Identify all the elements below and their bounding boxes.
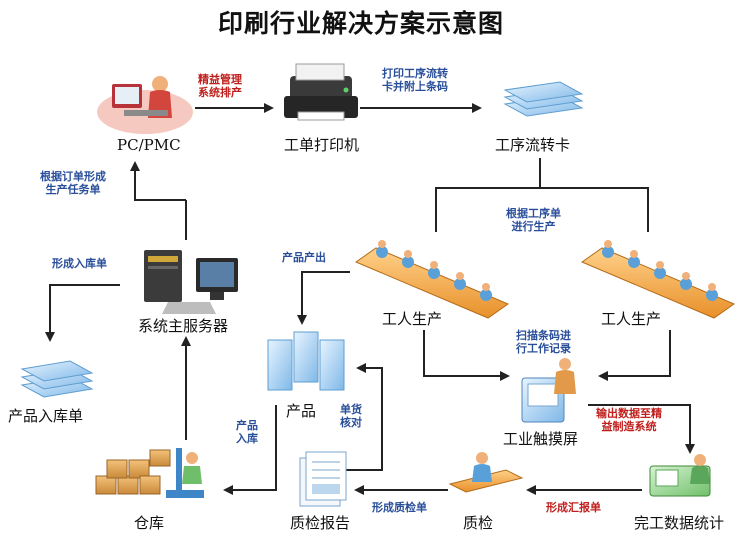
edge-report-to-product <box>342 363 383 471</box>
node-label-warehouse: 仓库 <box>134 514 165 532</box>
node-label-flow-card: 工序流转卡 <box>495 136 571 154</box>
workers-left-icon <box>354 240 510 319</box>
edge-server-to-pc-up <box>130 161 186 201</box>
edge-label-scan-record-line1: 扫描条码进 <box>516 329 571 342</box>
qc-report-icon <box>299 451 347 507</box>
edge-card-to-workers <box>435 158 541 232</box>
edge-label-output-data-line2: 益制造系统 <box>601 419 657 433</box>
edge-product-to-warehouse <box>223 405 277 495</box>
edge-card-to-workers-right <box>540 187 649 232</box>
edge-workers-right-to-touch <box>598 330 671 381</box>
edge-label-product-in-line1: 产品 <box>236 419 258 432</box>
edge-label-order-task: 根据订单形成 生产任务单 <box>40 170 106 196</box>
edge-label-print-flow-line2: 卡并附上条码 <box>382 79 448 93</box>
connectors <box>45 103 695 495</box>
edge-label-goods-check-line2: 核对 <box>340 415 362 429</box>
edge-label-product-in-line2: 入库 <box>236 431 258 445</box>
edge-label-lean-schedule-line1: 精益管理 <box>198 73 242 86</box>
edge-label-lean-schedule-line2: 系统排产 <box>198 85 242 99</box>
node-label-qc-report: 质检报告 <box>290 514 351 532</box>
node-label-server: 系统主服务器 <box>138 317 229 335</box>
product-icon <box>267 331 345 391</box>
node-label-printer: 工单打印机 <box>284 136 360 154</box>
edge-label-by-process: 根据工序单 进行生产 <box>506 207 561 233</box>
edge-touch-to-stats <box>588 404 695 454</box>
edge-label-qc-form: 形成质检单 <box>372 501 427 514</box>
stats-icon <box>649 454 711 497</box>
node-label-workers-right: 工人生产 <box>601 310 662 328</box>
printer-icon <box>284 63 358 121</box>
diagram-title: 印刷行业解决方案示意图 <box>218 9 505 38</box>
touch-screen-icon <box>521 358 576 423</box>
workers-right-icon <box>580 240 736 319</box>
storage-doc-icon <box>20 360 94 398</box>
server-icon <box>144 250 238 314</box>
qc-icon <box>448 452 524 493</box>
edge-label-product-in: 产品 入库 <box>236 419 258 445</box>
edge-label-output-data-line1: 输出数据至精 <box>596 407 662 420</box>
edge-label-order-task-line2: 生产任务单 <box>45 182 101 196</box>
edge-label-summary-form: 形成汇报单 <box>546 501 601 514</box>
edge-label-print-flow: 打印工序流转 卡并附上条码 <box>382 67 448 93</box>
warehouse-icon <box>95 448 204 498</box>
edge-server-to-storage-doc <box>45 284 120 342</box>
node-label-stats: 完工数据统计 <box>634 514 725 532</box>
node-label-pc-pmc: PC/PMC <box>117 136 181 154</box>
node-label-product: 产品 <box>286 402 317 420</box>
edge-label-scan-record-line2: 行工作记录 <box>516 341 571 355</box>
edge-label-by-process-line2: 进行生产 <box>511 219 556 233</box>
edge-workers-left-to-touch <box>423 330 510 381</box>
node-label-touch-screen: 工业触摸屏 <box>503 430 579 448</box>
edge-label-by-process-line1: 根据工序单 <box>506 207 561 220</box>
edge-label-output-data: 输出数据至精 益制造系统 <box>596 407 662 433</box>
edge-workers-to-product <box>297 271 350 325</box>
edge-label-goods-check: 单货 核对 <box>340 403 362 429</box>
flow-card-icon <box>503 81 584 117</box>
edge-label-print-flow-line1: 打印工序流转 <box>382 67 448 80</box>
node-label-workers-left: 工人生产 <box>382 310 443 328</box>
edge-label-order-task-line1: 根据订单形成 <box>40 170 106 183</box>
pc-operator-icon <box>97 76 193 134</box>
edge-label-product-out: 产品产出 <box>282 251 326 264</box>
edge-label-goods-check-line1: 单货 <box>340 403 362 416</box>
edge-label-scan-record: 扫描条码进 行工作记录 <box>516 329 571 355</box>
edge-label-lean-schedule: 精益管理 系统排产 <box>198 73 242 99</box>
node-label-storage-doc: 产品入库单 <box>8 407 84 425</box>
edge-label-storage-form: 形成入库单 <box>52 257 107 270</box>
node-label-qc: 质检 <box>463 514 494 532</box>
